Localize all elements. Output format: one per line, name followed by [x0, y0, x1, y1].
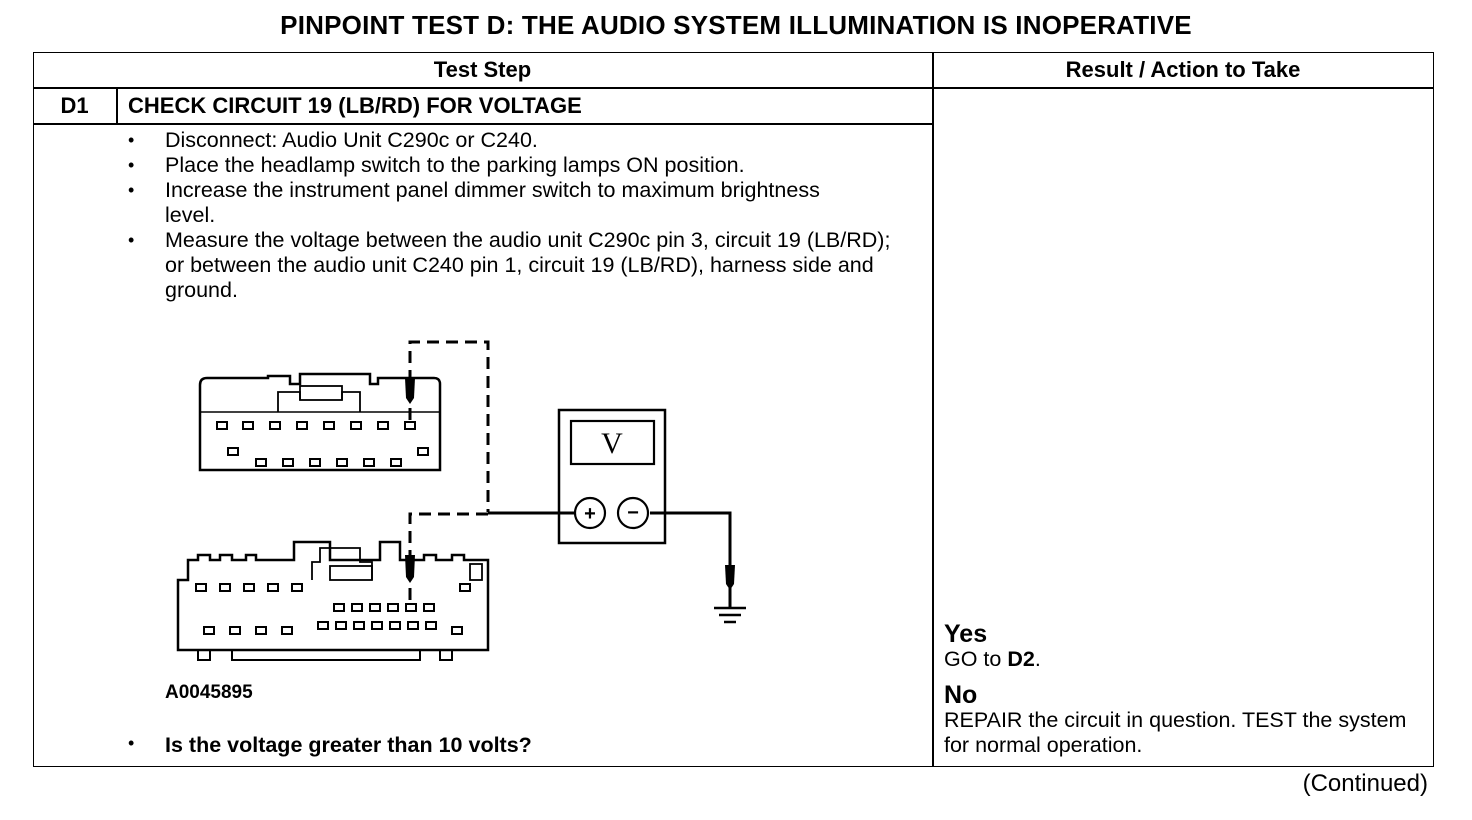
result-no: No REPAIR the circuit in question. TEST … [944, 683, 1424, 758]
step-heading-divider [33, 123, 932, 125]
step-item: Measure the voltage between the audio un… [128, 228, 905, 303]
step-id: D1 [60, 93, 89, 118]
step-heading: CHECK CIRCUIT 19 (LB/RD) FOR VOLTAGE [128, 93, 582, 118]
step-instructions: Disconnect: Audio Unit C290c or C240. Pl… [128, 128, 918, 303]
column-divider [932, 52, 934, 767]
figure-id: A0045895 [165, 682, 253, 703]
no-action: REPAIR the circuit in question. TEST the… [944, 708, 1407, 757]
pinpoint-table [33, 52, 1434, 767]
no-label: No [944, 681, 978, 709]
result-yes: Yes GO to D2. [944, 622, 1041, 672]
yes-action: GO to D2. [944, 647, 1041, 671]
continued-note: (Continued) [1302, 770, 1428, 797]
header-divider [33, 87, 1434, 89]
header-test-step: Test Step [433, 57, 532, 82]
step-item: Increase the instrument panel dimmer swi… [128, 178, 825, 228]
yes-label: Yes [944, 620, 988, 648]
step-id-divider [116, 87, 118, 123]
yes-target-link[interactable]: D2 [1007, 647, 1035, 671]
step-item: Place the headlamp switch to the parking… [128, 153, 918, 178]
step-item: Disconnect: Audio Unit C290c or C240. [128, 128, 918, 153]
page-title: PINPOINT TEST D: THE AUDIO SYSTEM ILLUMI… [280, 10, 1192, 40]
header-result: Result / Action to Take [1065, 57, 1301, 82]
test-question: Is the voltage greater than 10 volts? [128, 733, 532, 758]
